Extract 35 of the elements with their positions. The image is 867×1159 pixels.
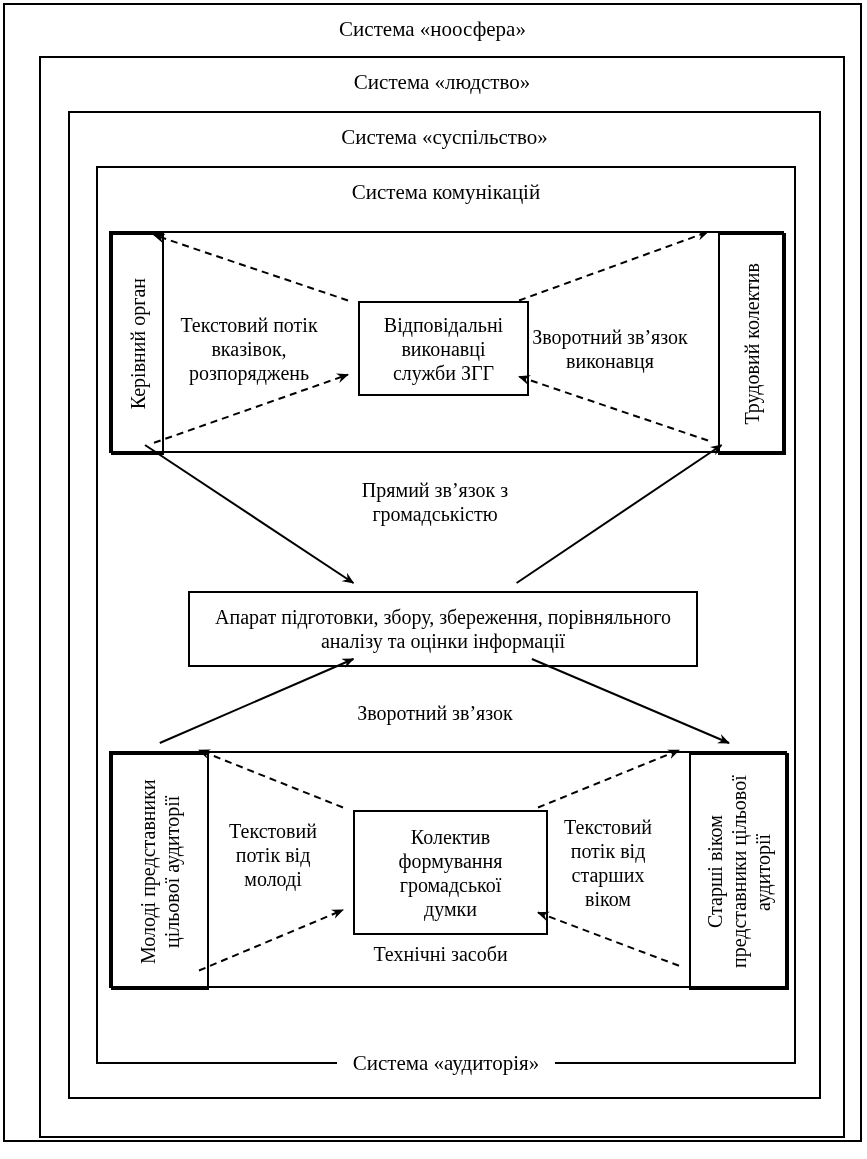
process-box (353, 810, 548, 935)
flow-label: Текстовий потік вказівок, розпоряджень (179, 313, 319, 385)
flow-label: Прямий зв’язок з громадськістю (360, 478, 510, 526)
process-box (188, 591, 698, 667)
flow-label: Зворотний зв’язок (357, 701, 513, 725)
dashed-arrow (518, 375, 709, 442)
arrow (144, 444, 355, 584)
process-box (358, 301, 529, 396)
box-outline (109, 751, 787, 988)
arrow (530, 658, 730, 744)
vertical-label: Старші віком представники цільової аудиторії (703, 774, 775, 970)
box-text: Відповідальні виконавці служби ЗГГ (382, 312, 505, 385)
box-text: Колектив формування громадської думки (397, 824, 504, 921)
dashed-arrow (537, 749, 680, 809)
arrow (158, 658, 355, 744)
dashed-arrow (198, 909, 344, 972)
dashed-arrow (518, 230, 709, 302)
column-box (689, 753, 789, 990)
flow-label: Текстовий потік від молоді (228, 819, 318, 891)
column-box (718, 233, 786, 455)
box-text: Апарат підготовки, збору, збереження, порівняльного аналізу та оцінки інформації (214, 605, 672, 653)
column-box (111, 233, 164, 455)
dashed-arrow (153, 373, 349, 444)
flow-label: Текстовий потік від старших віком (563, 814, 653, 911)
dashed-arrow (198, 749, 344, 809)
vertical-label: Керівний орган (125, 278, 150, 410)
vertical-label: Молоді представники цільової аудиторії (136, 778, 184, 966)
dashed-arrow (537, 911, 680, 967)
column-box (111, 753, 209, 990)
arrow (515, 444, 723, 584)
vertical-label: Трудовий колектив (740, 263, 764, 425)
flow-label: Зворотний зв’язок виконавця (531, 325, 689, 373)
dashed-arrow (153, 233, 349, 302)
flow-label: Технічні засоби (373, 942, 508, 966)
box-outline (109, 231, 784, 453)
